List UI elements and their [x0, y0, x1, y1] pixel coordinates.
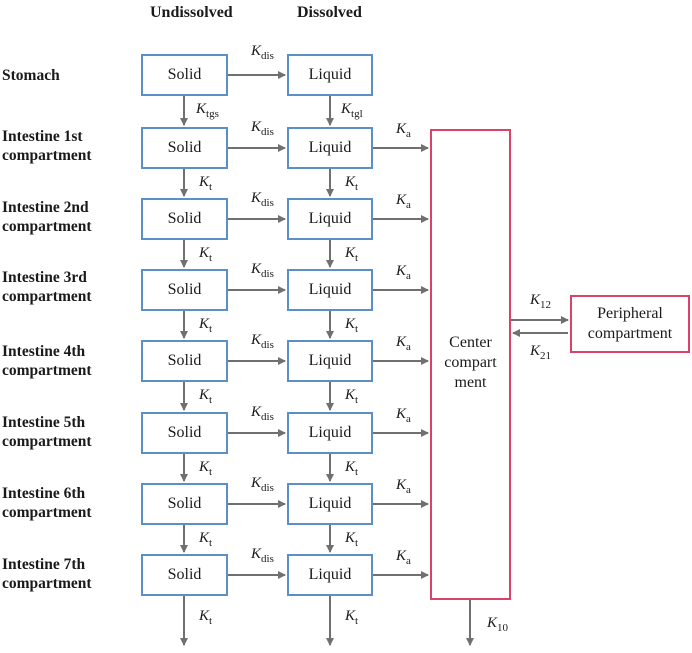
solid-box-intestine-3: Solid	[141, 269, 228, 311]
kdis-label-3: Kdis	[251, 261, 274, 280]
row-label-intestine-1: Intestine 1st compartment	[2, 128, 92, 164]
kt-liquid-label-4: Kt	[345, 387, 359, 406]
center-label-line2: compart	[444, 354, 497, 371]
kt-solid-label-2: Kt	[199, 245, 213, 264]
row-label-intestine-7: Intestine 7th compartment	[2, 556, 92, 592]
kdis-label-6: Kdis	[251, 475, 274, 494]
solid-box-stomach: Solid	[141, 54, 228, 96]
row-label-intestine-4: Intestine 4th compartment	[2, 343, 92, 379]
kt-liquid-label-1: Kt	[345, 174, 359, 193]
kdis-label-2: Kdis	[251, 190, 274, 209]
liquid-box-intestine-1: Liquid	[287, 127, 373, 169]
kt-solid-label-1: Kt	[199, 174, 213, 193]
liquid-box-stomach: Liquid	[287, 54, 373, 96]
liquid-box-intestine-6: Liquid	[287, 483, 373, 525]
solid-box-intestine-4: Solid	[141, 340, 228, 382]
kdis-label-1: Kdis	[251, 119, 274, 138]
liquid-box-intestine-7: Liquid	[287, 554, 373, 596]
solid-box-intestine-1: Solid	[141, 127, 228, 169]
row-label-intestine-6: Intestine 6th compartment	[2, 485, 92, 521]
solid-box-intestine-7: Solid	[141, 554, 228, 596]
ka-label-5: Ka	[396, 406, 411, 425]
center-compartment-box: Center compart ment	[430, 129, 511, 600]
kt-solid-label-6: Kt	[199, 530, 213, 549]
k10-label: K10	[487, 615, 509, 634]
kdis-label-4: Kdis	[251, 332, 274, 351]
kt-solid-label-4: Kt	[199, 387, 213, 406]
row-label-intestine-3: Intestine 3rd compartment	[2, 269, 92, 305]
header-undissolved: Undissolved	[150, 4, 233, 21]
row-label-stomach: Stomach	[2, 67, 60, 84]
ka-label-4: Ka	[396, 334, 411, 353]
ka-label-2: Ka	[396, 192, 411, 211]
header-dissolved: Dissolved	[297, 4, 362, 21]
k21-label: K21	[530, 343, 552, 362]
ka-label-7: Ka	[396, 548, 411, 567]
ka-label-1: Ka	[396, 121, 411, 140]
peripheral-label-line2: compartment	[587, 325, 673, 342]
kdis-label-5: Kdis	[251, 404, 274, 423]
kt-solid-label-7: Kt	[199, 608, 213, 627]
ktgs-label: Ktgs	[196, 101, 219, 120]
kt-liquid-label-5: Kt	[345, 459, 359, 478]
peripheral-compartment-box: Peripheral compartment	[570, 295, 690, 353]
liquid-box-intestine-3: Liquid	[287, 269, 373, 311]
k12-label: K12	[530, 292, 552, 311]
peripheral-label-line1: Peripheral	[597, 305, 663, 322]
solid-box-intestine-2: Solid	[141, 198, 228, 240]
solid-box-intestine-6: Solid	[141, 483, 228, 525]
ka-label-6: Ka	[396, 477, 411, 496]
liquid-box-intestine-5: Liquid	[287, 412, 373, 454]
liquid-box-intestine-4: Liquid	[287, 340, 373, 382]
kt-liquid-label-6: Kt	[345, 530, 359, 549]
kt-liquid-label-7: Kt	[345, 608, 359, 627]
kdis-label-0: Kdis	[251, 43, 274, 62]
kt-liquid-label-2: Kt	[345, 245, 359, 264]
kt-liquid-label-3: Kt	[345, 316, 359, 335]
ka-label-3: Ka	[396, 263, 411, 282]
kdis-label-7: Kdis	[251, 546, 274, 565]
center-label-line3: ment	[454, 374, 487, 391]
row-label-intestine-5: Intestine 5th compartment	[2, 414, 92, 450]
liquid-box-intestine-2: Liquid	[287, 198, 373, 240]
row-label-intestine-2: Intestine 2nd compartment	[2, 199, 92, 235]
center-label-line1: Center	[449, 334, 492, 351]
kt-solid-label-3: Kt	[199, 316, 213, 335]
solid-box-intestine-5: Solid	[141, 412, 228, 454]
ktgl-label: Ktgl	[341, 101, 363, 120]
kt-solid-label-5: Kt	[199, 459, 213, 478]
